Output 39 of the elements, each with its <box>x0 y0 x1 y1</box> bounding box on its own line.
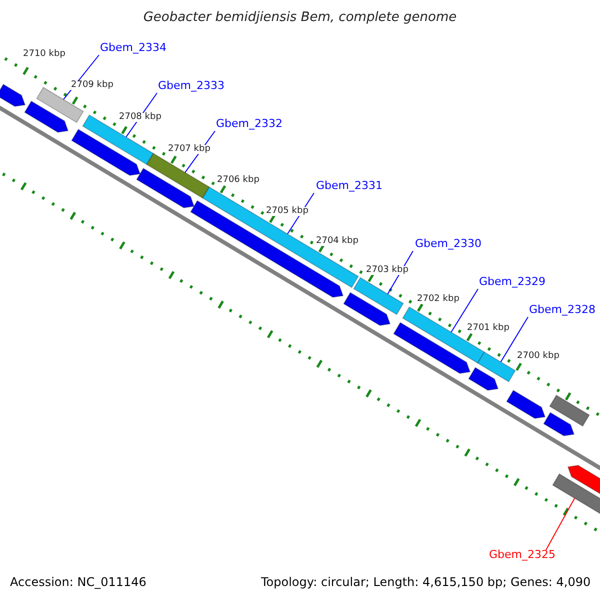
leader-line <box>450 288 478 333</box>
gene-block <box>353 276 404 316</box>
leader-line <box>546 498 576 550</box>
gene-block <box>36 86 84 124</box>
gene-block <box>477 351 516 382</box>
scale-label: 2700 kbp <box>516 352 560 361</box>
scale-label: 2704 kbp <box>315 237 360 246</box>
scale-label: 2708 kbp <box>118 113 162 122</box>
gene-label: Gbem_2330 <box>415 238 482 249</box>
leader-line <box>500 316 528 362</box>
title: Geobacter bemidjiensis Bem, complete genome <box>142 11 458 24</box>
gene-label: Gbem_2332 <box>216 118 282 129</box>
pointed-gene-block <box>71 128 141 176</box>
pointed-gene-block <box>24 100 69 133</box>
gene-block <box>146 152 210 199</box>
gene-label: Gbem_2328 <box>529 304 596 315</box>
gene-block <box>549 394 590 427</box>
pointed-gene-block <box>0 84 26 107</box>
info-text: Accession: NC_011146 <box>10 576 146 588</box>
pointed-gene-block <box>506 390 546 419</box>
gene-label: Gbem_2334 <box>100 42 166 53</box>
scale-label: 2709 kbp <box>70 81 114 90</box>
gene-label: Gbem_2331 <box>316 180 382 191</box>
scale-label: 2706 kbp <box>216 176 260 185</box>
gene-label: Gbem_2333 <box>158 80 224 91</box>
pointed-gene-block <box>136 168 195 208</box>
gene-label: Gbem_2325 <box>489 549 556 560</box>
pointed-gene-block <box>190 200 344 298</box>
scale-label: 2705 kbp <box>265 207 310 216</box>
scale-label: 2710 kbp <box>22 50 66 59</box>
pointed-gene-block <box>468 366 499 391</box>
scale-label: 2701 kbp <box>466 324 510 333</box>
info-text: Topology: circular; Length: 4,615,150 bp; Genes: 4,090 <box>261 576 591 588</box>
gene-label: Gbem_2329 <box>479 276 546 287</box>
scale-label: 2702 kbp <box>416 295 460 304</box>
pointed-gene-block <box>343 292 391 326</box>
pointed-gene-block <box>543 412 575 436</box>
scale-label: 2703 kbp <box>365 266 410 275</box>
scale-label: 2707 kbp <box>167 145 212 154</box>
